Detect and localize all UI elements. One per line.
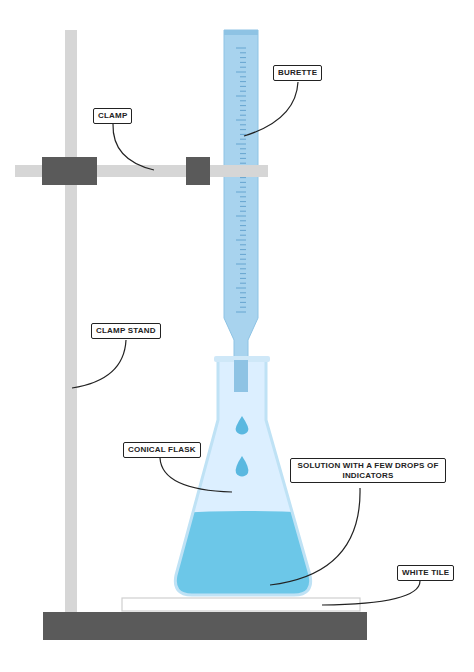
scale-tick — [240, 158, 246, 159]
burette-tube — [224, 30, 258, 392]
scale-tick — [240, 110, 246, 111]
scale-tick — [240, 268, 246, 269]
leader-line — [244, 82, 298, 136]
scale-tick — [240, 187, 246, 188]
scale-tick — [240, 302, 246, 303]
leader-line — [160, 458, 232, 492]
clamp-stand-label: CLAMP STAND — [91, 323, 161, 339]
scale-tick — [240, 182, 246, 183]
scale-tick — [240, 62, 246, 63]
scale-tick — [240, 235, 246, 236]
scale-tick — [240, 283, 246, 284]
scale-tick — [236, 216, 246, 217]
scale-tick — [240, 86, 246, 87]
scale-tick — [240, 153, 246, 154]
clamp-label: CLAMP — [93, 108, 132, 124]
drop — [236, 416, 249, 434]
scale-tick — [236, 144, 246, 145]
scale-tick — [240, 91, 246, 92]
scale-tick — [240, 76, 246, 77]
scale-tick — [236, 72, 246, 73]
scale-tick — [240, 163, 246, 164]
scale-tick — [240, 139, 246, 140]
label-text: BURETTE — [278, 68, 317, 78]
scale-tick — [236, 288, 246, 289]
scale-tick — [236, 240, 246, 241]
leader-line — [270, 488, 360, 585]
scale-tick — [240, 278, 246, 279]
leader-line — [72, 340, 126, 388]
white-tile-label: WHITE TILE — [397, 565, 454, 581]
scale-tick — [240, 134, 246, 135]
scale-tick — [236, 264, 246, 265]
scale-tick — [240, 211, 246, 212]
solution-label: SOLUTION WITH A FEW DROPS OF INDICATORS — [290, 458, 446, 483]
scale-tick — [236, 96, 246, 97]
stand-base — [43, 612, 367, 640]
scale-tick — [240, 196, 246, 197]
scale-tick — [240, 52, 246, 53]
drop — [236, 456, 249, 476]
scale-tick — [240, 67, 246, 68]
scale-tick — [240, 148, 246, 149]
scale-tick — [240, 307, 246, 308]
burette-label: BURETTE — [273, 65, 322, 81]
label-text: WHITE TILE — [402, 568, 449, 578]
scale-tick — [240, 201, 246, 202]
scale-tick — [236, 312, 246, 313]
clamp-jaw — [186, 157, 210, 185]
scale-tick — [240, 273, 246, 274]
scale-tick — [240, 206, 246, 207]
scale-tick — [240, 124, 246, 125]
scale-tick — [240, 115, 246, 116]
label-text: CLAMP — [98, 111, 127, 121]
scale-tick — [240, 100, 246, 101]
scale-tick — [240, 129, 246, 130]
scale-tick — [236, 192, 246, 193]
scale-tick — [240, 259, 246, 260]
label-text: CONICAL FLASK — [128, 445, 196, 455]
label-text: SOLUTION WITH A FEW DROPS OF INDICATORS — [295, 461, 441, 480]
burette-scale — [236, 48, 246, 312]
scale-tick — [240, 297, 246, 298]
scale-tick — [240, 177, 246, 178]
scale-tick — [240, 249, 246, 250]
scale-tick — [240, 105, 246, 106]
burette-tip — [234, 360, 248, 392]
stand-pole — [65, 30, 77, 615]
leader-line — [322, 581, 420, 605]
scale-tick — [240, 220, 246, 221]
scale-tick — [240, 292, 246, 293]
scale-tick — [240, 230, 246, 231]
clamp-boss — [42, 157, 97, 185]
label-text: CLAMP STAND — [96, 326, 156, 336]
scale-tick — [240, 57, 246, 58]
scale-tick — [240, 254, 246, 255]
burette-rim — [224, 30, 258, 35]
conical-flask-label: CONICAL FLASK — [123, 442, 201, 458]
leader-line — [113, 124, 154, 170]
scale-tick — [240, 244, 246, 245]
scale-tick — [236, 48, 246, 49]
scale-tick — [240, 81, 246, 82]
scale-tick — [236, 120, 246, 121]
scale-tick — [240, 225, 246, 226]
leader-lines — [72, 82, 420, 605]
